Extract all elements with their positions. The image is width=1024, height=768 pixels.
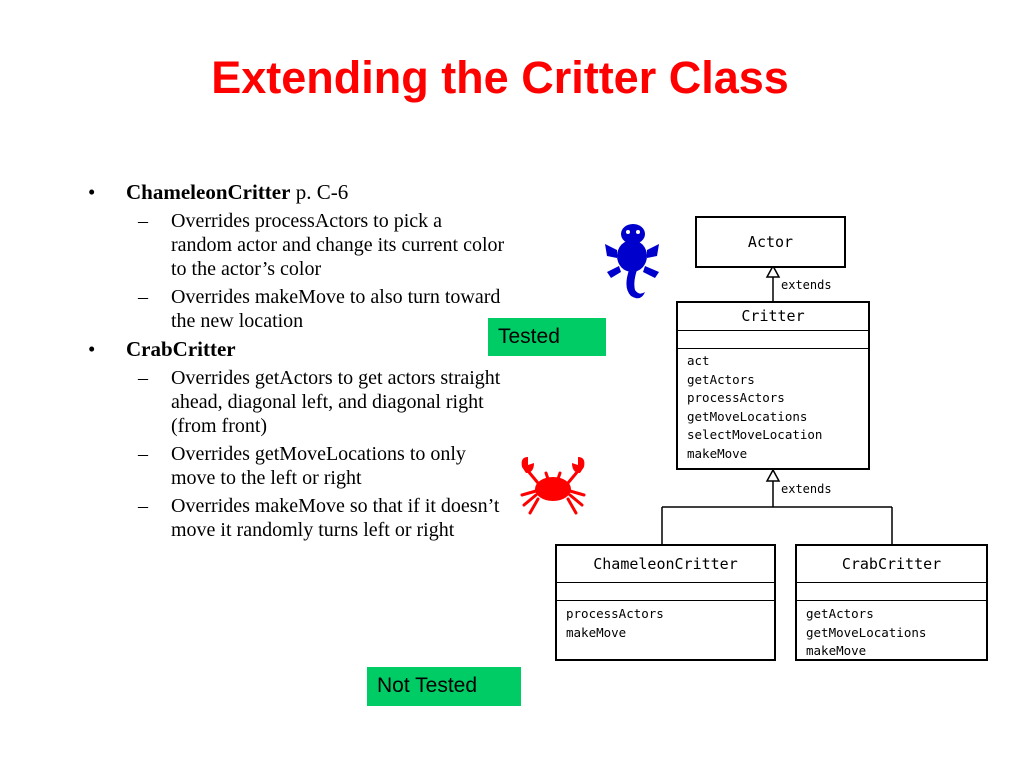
- extends-arrow-actor: [765, 264, 781, 278]
- uml-method: processActors: [566, 606, 664, 621]
- tested-badge: Tested: [488, 318, 606, 356]
- bullet-chameleon-ref: p. C-6: [290, 180, 349, 204]
- uml-divider: act getActors processActors getMoveLocat…: [678, 348, 868, 463]
- bullet-glyph: •: [88, 180, 96, 204]
- bullet-crab-name: CrabCritter: [126, 337, 236, 361]
- bullet-crab: • CrabCritter: [88, 337, 508, 361]
- extends-label-2: extends: [781, 482, 832, 496]
- extends-label-1: extends: [781, 278, 832, 292]
- dash-glyph: –: [138, 286, 148, 308]
- dash-glyph: –: [138, 443, 148, 465]
- uml-divider: [797, 582, 986, 600]
- uml-method: selectMoveLocation: [687, 427, 823, 442]
- sub-bullet-text: Overrides getActors to get actors straig…: [171, 367, 501, 437]
- sub-bullet-chameleon-1: – Overrides processActors to pick a rand…: [88, 209, 508, 281]
- uml-method: makeMove: [687, 445, 748, 461]
- uml-crab-box: CrabCritter getActors getMoveLocations m…: [795, 544, 988, 661]
- dash-glyph: –: [138, 495, 148, 517]
- uml-method: processActors: [687, 390, 785, 405]
- uml-method: getActors: [687, 371, 755, 387]
- sub-bullet-crab-2: – Overrides getMoveLocations to only mov…: [88, 442, 508, 490]
- uml-divider: [557, 582, 774, 600]
- uml-divider: processActors makeMove: [557, 600, 774, 642]
- uml-divider: getActors getMoveLocations makeMove: [797, 600, 986, 661]
- uml-method: getMoveLocations: [806, 624, 927, 640]
- bullet-chameleon: • ChameleonCritter p. C-6: [88, 180, 508, 204]
- uml-actor-name: Actor: [747, 233, 794, 251]
- extends-arrow-critter: [765, 468, 781, 482]
- uml-critter-box: Critter act getActors processActors getM…: [676, 301, 870, 470]
- uml-method: makeMove: [566, 624, 627, 640]
- sub-bullet-chameleon-2: – Overrides makeMove to also turn toward…: [88, 285, 508, 333]
- slide-title: Extending the Critter Class: [211, 52, 789, 103]
- uml-divider: [678, 330, 868, 348]
- uml-method: makeMove: [806, 643, 867, 658]
- uml-chameleon-box: ChameleonCritter processActors makeMove: [555, 544, 776, 661]
- crab-icon: [520, 457, 586, 515]
- uml-method: act: [687, 353, 710, 368]
- uml-actor-box: Actor: [695, 216, 846, 268]
- bullet-chameleon-name: ChameleonCritter: [126, 180, 291, 204]
- sub-bullet-text: Overrides processActors to pick a random…: [171, 210, 505, 280]
- uml-crab-name: CrabCritter: [841, 555, 942, 573]
- bullet-glyph: •: [88, 337, 96, 361]
- uml-method: getMoveLocations: [687, 408, 808, 424]
- sub-bullet-text: Overrides getMoveLocations to only move …: [171, 443, 466, 489]
- sub-bullet-text: Overrides makeMove to also turn toward t…: [171, 286, 501, 332]
- bullet-list: • ChameleonCritter p. C-6 – Overrides pr…: [88, 180, 508, 542]
- sub-bullet-crab-3: – Overrides makeMove so that if it doesn…: [88, 494, 508, 542]
- uml-critter-name: Critter: [741, 307, 805, 325]
- sub-bullet-crab-1: – Overrides getActors to get actors stra…: [88, 366, 508, 438]
- not-tested-badge: Not Tested: [367, 667, 521, 706]
- uml-method: getActors: [806, 606, 874, 621]
- dash-glyph: –: [138, 210, 148, 232]
- sub-bullet-text: Overrides makeMove so that if it doesn’t…: [171, 495, 500, 541]
- dash-glyph: –: [138, 367, 148, 389]
- uml-chameleon-name: ChameleonCritter: [593, 555, 738, 573]
- chameleon-icon: [605, 224, 659, 299]
